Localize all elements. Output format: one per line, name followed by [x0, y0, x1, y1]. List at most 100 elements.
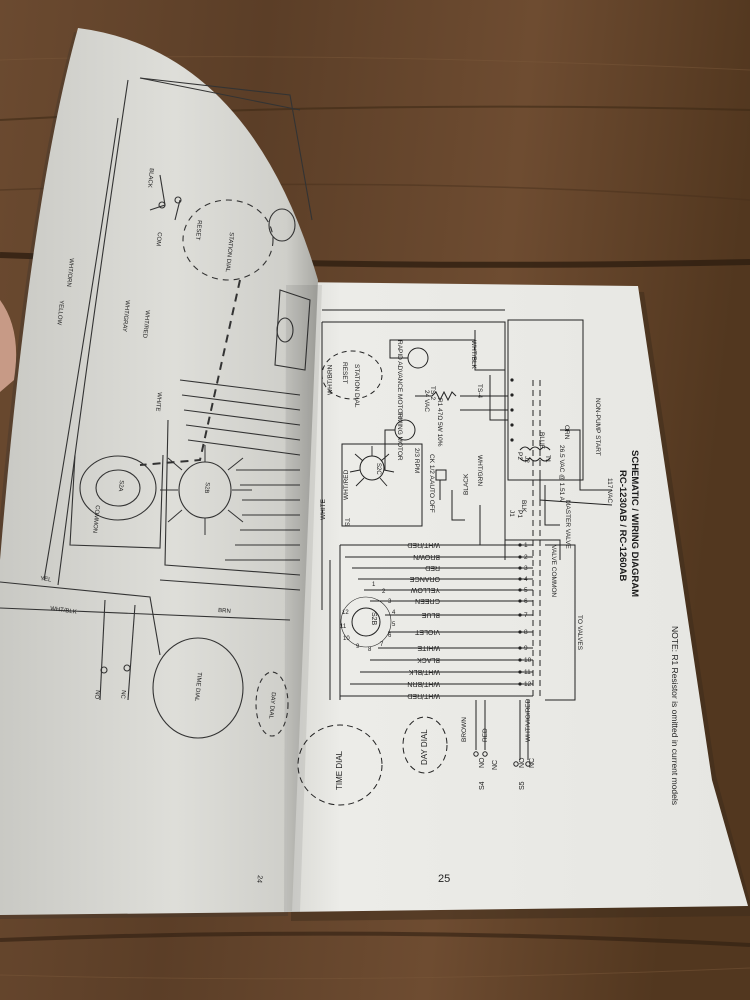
s2b-pin-12: 12 — [342, 610, 349, 616]
left-page-diagram — [0, 77, 313, 739]
label-j1: J1 — [508, 510, 515, 517]
label-station-dial: STATION DIAL — [353, 364, 360, 408]
label-26vac: 26.5 VAC @ 1.51 A — [558, 445, 565, 502]
s2b-pin-9: 9 — [356, 644, 360, 650]
wire-label-8: VIOLET — [414, 628, 440, 635]
lp-black-label: BLACK — [146, 168, 154, 188]
side-wht-red: WHT/RED — [343, 469, 350, 500]
lp-station-dial-label: STATION DIAL — [224, 232, 234, 273]
s2b-pin-11: 11 — [340, 624, 347, 630]
side-blue: BLUE — [538, 432, 545, 450]
lp-time-dial-label: TIME DIAL — [193, 672, 202, 702]
terminal-5: 5 — [524, 587, 528, 594]
lp-wht-blk-label: WHT/BLK — [50, 606, 77, 616]
left-page-labels: BLACK COM RESET STATION DIAL WHITE WHT/G… — [40, 168, 276, 884]
side-wht-blk: WHT/BLK — [470, 340, 477, 370]
diagram-caption-title: SCHEMATIC / WIRING DIAGRAM — [629, 450, 640, 597]
side-brown: BROWN — [461, 717, 468, 742]
s2b-pin-7: 7 — [380, 642, 384, 648]
label-s5-no: NO — [519, 757, 526, 768]
terminal-8: 8 — [524, 629, 528, 636]
s2b-pin-2: 2 — [382, 589, 386, 595]
label-auto-off: AUTO OFF — [428, 480, 435, 513]
side-orn: ORN — [563, 425, 570, 440]
side-wht-vio-red: WHT/VIO/RED — [525, 698, 532, 742]
label-timing-motor: TIMING MOTOR — [396, 412, 403, 461]
s2b-pin-10: 10 — [343, 636, 350, 642]
s2b-pin-1: 1 — [372, 582, 376, 588]
side-wht-grn: WHT/GRN — [476, 455, 483, 486]
finger — [0, 300, 17, 392]
label-s5-nc: NC — [529, 758, 536, 768]
lp-yellow-label: YELLOW — [55, 300, 64, 326]
terminal-1: 1 — [524, 542, 528, 549]
terminal-2: 2 — [524, 554, 528, 561]
gutter-shadow — [284, 285, 322, 912]
s2c-label: S2C — [375, 463, 381, 475]
lp-nc-label: NC — [119, 690, 126, 700]
s2b-label: S2B — [370, 612, 377, 626]
wire-label-12: WHT/BRN — [407, 680, 440, 687]
diagram-note: NOTE: R1 Resistor is omitted in current … — [670, 626, 680, 805]
label-rapid-advance-motor: RAPID ADVANCE MOTOR — [396, 340, 403, 418]
wire-label-1: WHT/RED — [407, 541, 440, 548]
terminal-10: 10 — [524, 657, 532, 664]
wire-label-7: BLUE — [421, 611, 440, 618]
label-24vac: 24 VAC — [423, 390, 430, 412]
terminal-11: 11 — [524, 669, 531, 676]
side-red: RED — [482, 728, 489, 742]
lp-wht-orn-label: WHT/ORN — [65, 258, 74, 287]
label-non-pump-start: NON-PUMP START — [594, 398, 601, 456]
right-page-labels: SCHEMATIC / WIRING DIAGRAM RC-1230AB / R… — [320, 340, 680, 885]
s2b-pin-3: 3 — [388, 599, 392, 605]
label-s5: S5 — [519, 781, 526, 790]
label-r1: R1 47Ω 5W 10% — [436, 398, 443, 447]
label-master-valve: MASTER VALVE — [564, 500, 571, 550]
left-page — [0, 28, 318, 919]
lp-wht-red-label: WHT/RED — [141, 310, 150, 339]
label-ts2: TS-2 — [429, 386, 436, 400]
lp-day-dial-label: DAY DIAL — [267, 692, 276, 720]
right-page-diagram — [297, 309, 613, 806]
lp-com-label: COM — [155, 232, 162, 247]
lp-wht-gray-label: WHT/GRAY — [121, 300, 130, 332]
label-s4: S4 — [479, 781, 486, 790]
label-t1: T1 — [544, 455, 551, 463]
terminal-9: 9 — [524, 645, 528, 652]
wire-label-5: YELLOW — [410, 586, 440, 593]
s2b-pin-5: 5 — [392, 622, 396, 628]
wire-label-2: BROWN — [413, 553, 440, 560]
label-day-dial: DAY DIAL — [420, 729, 429, 765]
terminal-12: 12 — [524, 681, 532, 688]
side-white: WHITE — [320, 498, 327, 520]
terminal-4: 4 — [524, 576, 528, 583]
lp-page-number: 24 — [255, 875, 263, 884]
label-rpm: 2/3 RPM — [413, 448, 420, 473]
label-ts: TS — [343, 518, 350, 527]
label-p1: P1 — [516, 510, 523, 518]
lp-brn-label: BRN — [218, 608, 231, 615]
wire-label-3: RED — [425, 564, 440, 571]
wire-label-4: ORANGE — [409, 575, 440, 582]
diagram-caption-models: RC-1230AB / RC-1260AB — [617, 470, 628, 582]
label-time-dial: TIME DIAL — [335, 750, 344, 790]
lp-white-label: WHITE — [154, 392, 162, 412]
side-blk: BLK — [520, 500, 527, 513]
lp-s2b-label: S2B — [203, 482, 210, 494]
label-to-valves: TO VALVES — [576, 615, 583, 651]
wire-label-11: WHT/BLK — [409, 668, 440, 675]
page-number: 25 — [438, 873, 450, 885]
s2b-pin-8: 8 — [368, 647, 372, 653]
wire-label-13: WHT/RED — [407, 692, 440, 699]
label-ck: CK 1/2 A — [428, 454, 435, 480]
label-s4-no: NO — [479, 757, 486, 768]
wire-label-10: BLACK — [417, 656, 440, 663]
terminal-3: 3 — [524, 565, 528, 572]
label-117vac: 117 VAC — [606, 478, 613, 503]
terminal-7: 7 — [524, 612, 528, 619]
label-ts4: TS-4 — [476, 384, 483, 398]
side-wht-brn: WHT/BRN — [327, 364, 334, 395]
side-black: BLACK — [463, 473, 470, 495]
lp-s2a-label: S2A — [117, 480, 124, 492]
